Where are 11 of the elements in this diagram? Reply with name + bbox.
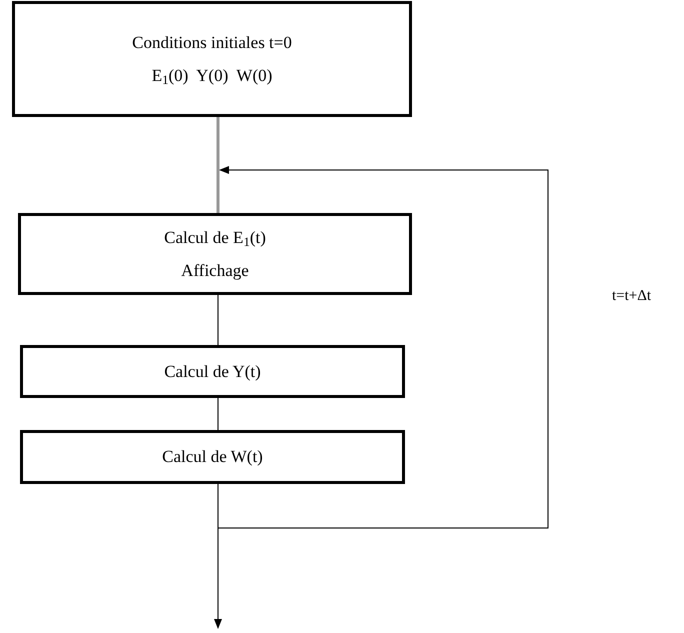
process-box <box>20 345 405 398</box>
box-text: Affichage <box>181 260 249 282</box>
box-text: Calcul de W(t) <box>162 446 263 468</box>
process-box <box>12 1 412 117</box>
process-box <box>18 213 412 295</box>
box-text: Calcul de Y(t) <box>164 360 261 382</box>
box-text: Calcul de E$_{1}$(t) <box>164 226 266 248</box>
connector-arrow <box>218 166 548 528</box>
process-box <box>20 430 405 484</box>
box-text: E$_{1}$(0) Y(0) W(0) <box>152 65 272 86</box>
box-text: Conditions initiales t=0 <box>132 32 292 53</box>
